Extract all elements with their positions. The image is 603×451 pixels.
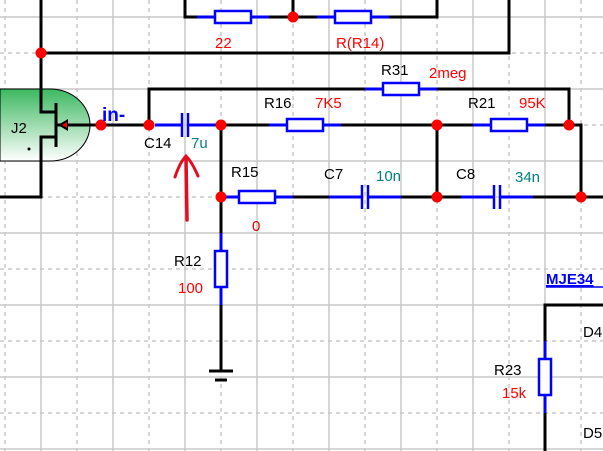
part-link-mje34[interactable]: MJE34 — [546, 271, 594, 288]
r31-value: 2meg — [429, 65, 467, 82]
c14-ref: C14 — [144, 135, 172, 152]
r31-body[interactable] — [381, 81, 421, 97]
r16-ref: R16 — [264, 95, 292, 112]
r23-body[interactable] — [537, 357, 553, 397]
r11-body[interactable] — [213, 9, 253, 25]
jfet-j2[interactable] — [0, 53, 101, 199]
r13-value: R(R14) — [336, 35, 384, 52]
junction-nodes — [35, 11, 587, 203]
c8-ref: C8 — [456, 166, 475, 183]
r23-value: 15k — [502, 385, 527, 402]
r12-value: 100 — [178, 280, 203, 297]
c14-value: 7u — [191, 135, 208, 152]
r16-value: 7K5 — [315, 95, 342, 112]
r12-ref: R12 — [174, 253, 202, 270]
r21-ref: R21 — [468, 95, 496, 112]
r15-ref: R15 — [231, 164, 259, 181]
net-label-in-minus[interactable]: in- — [102, 105, 125, 126]
r11-value: 22 — [215, 35, 232, 52]
r15-value: 0 — [252, 218, 260, 235]
r21-body[interactable] — [489, 117, 529, 133]
r12-body[interactable] — [213, 249, 229, 289]
top-branch — [39, 0, 511, 55]
c8-value: 34n — [515, 169, 540, 186]
r15-body[interactable] — [237, 189, 277, 205]
annotation-arrow — [173, 153, 200, 222]
d5-ref: D5 — [583, 425, 602, 442]
j2-ref: J2 — [11, 120, 27, 137]
r23-ref: R23 — [494, 362, 522, 379]
d4-ref: D4 — [583, 324, 602, 341]
r16-body[interactable] — [285, 117, 325, 133]
r13-body[interactable] — [333, 9, 373, 25]
r21-value: 95K — [519, 95, 546, 112]
c7-ref: C7 — [324, 166, 343, 183]
c7-value: 10n — [376, 168, 401, 185]
r31-ref: R31 — [381, 62, 409, 79]
